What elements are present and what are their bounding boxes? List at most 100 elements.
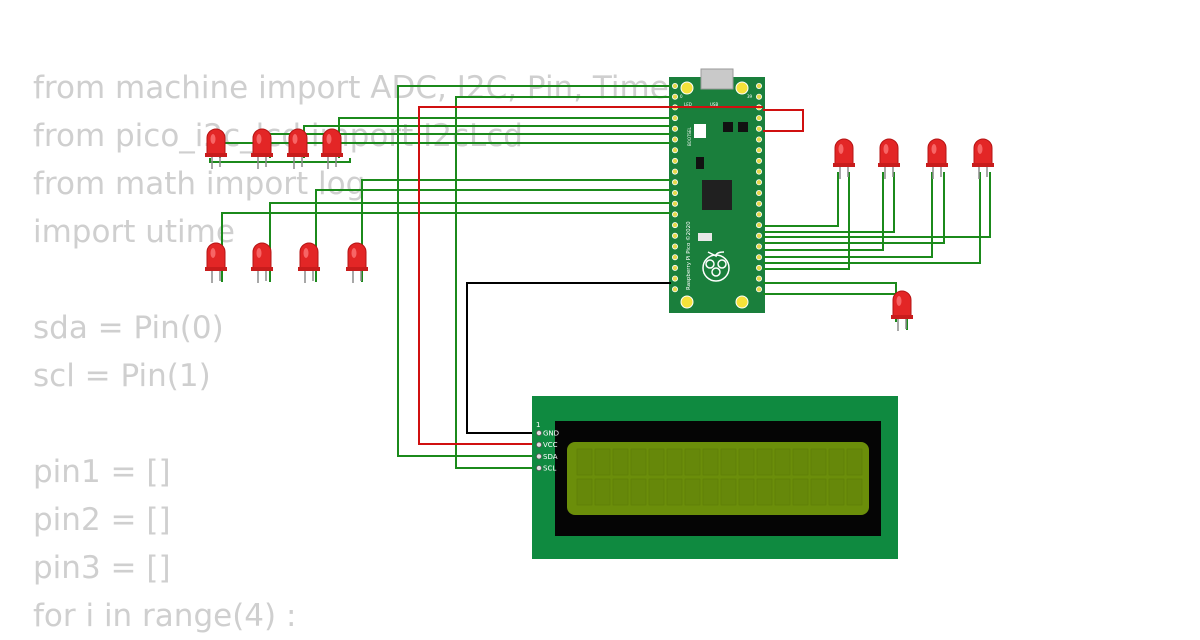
led[interactable] [346,242,368,283]
led[interactable] [251,242,273,283]
wire-led-common[interactable] [209,158,351,163]
wire-led[interactable] [221,212,671,282]
wire-led[interactable] [361,179,671,282]
lcd-char-cell [846,448,863,476]
led-rim [298,267,320,271]
pico-pin[interactable] [756,211,763,218]
wire-led[interactable] [338,117,671,158]
lcd-char-cell [828,448,845,476]
led[interactable] [251,128,273,169]
pico-pin[interactable] [672,189,679,196]
code-line: pin2 = [] [33,502,171,538]
wire-led[interactable] [763,172,945,244]
pico-pin[interactable] [672,232,679,239]
pico-pin[interactable] [756,168,763,175]
wire-gnd[interactable] [466,282,671,434]
pico-pin[interactable] [672,93,679,100]
wire-led[interactable] [763,172,895,233]
pico-pin[interactable] [672,147,679,154]
wire-led[interactable] [763,172,991,238]
lcd-pin[interactable] [536,453,543,460]
wire-led[interactable] [763,172,981,264]
pico-pin[interactable] [672,200,679,207]
pico-pin[interactable] [756,200,763,207]
pico-pin[interactable] [756,189,763,196]
code-line: pin3 = [] [33,550,171,586]
lcd-char-cell [756,448,773,476]
pico-pin[interactable] [672,125,679,132]
led-rim [346,267,368,271]
lcd-char-cell [684,448,701,476]
pico-pin[interactable] [672,168,679,175]
wire-led[interactable] [763,172,933,258]
pico-pin[interactable] [756,115,763,122]
code-line: import utime [33,214,235,250]
pico-pin[interactable] [756,222,763,229]
led[interactable] [878,138,900,179]
wire-led[interactable] [763,282,897,322]
pico-pin[interactable] [756,254,763,261]
raspberry-pi-pico[interactable]: LED USB BOOTSEL Raspberry Pi Pico ©2020 … [669,68,765,313]
lcd-pin[interactable] [536,441,543,448]
pico-pin[interactable] [672,179,679,186]
led[interactable] [205,128,227,169]
pico-pin[interactable] [672,264,679,271]
pico-pin[interactable] [756,125,763,132]
pico-pin[interactable] [756,93,763,100]
pico-pin[interactable] [756,179,763,186]
pico-pin[interactable] [672,243,679,250]
lcd-pin[interactable] [536,465,543,472]
pico-pin[interactable] [672,157,679,164]
pico-pin[interactable] [672,254,679,261]
pico-pin[interactable] [756,136,763,143]
lcd-char-cell [612,478,629,506]
pico-pin[interactable] [756,264,763,271]
wire-sda[interactable] [397,85,671,457]
wire-led[interactable] [269,202,671,282]
pico-pin[interactable] [756,232,763,239]
led-body [892,290,912,318]
wire-led[interactable] [763,172,850,270]
wire-vcc[interactable] [418,106,763,445]
lcd-char-cell [666,478,683,506]
bootsel-button[interactable] [694,124,706,138]
pico-pin-headers [672,83,763,293]
lcd-pin[interactable] [536,429,543,436]
chip [723,122,733,132]
led-highlight [838,144,844,154]
led[interactable] [298,242,320,283]
wire-led[interactable] [763,172,884,251]
led[interactable] [205,242,227,283]
wire-led[interactable] [763,293,908,330]
led[interactable] [926,138,948,179]
pico-pin[interactable] [756,157,763,164]
wire-scl[interactable] [455,96,671,469]
pico-pin[interactable] [672,136,679,143]
led[interactable] [833,138,855,179]
pico-pin[interactable] [672,115,679,122]
wire-led[interactable] [763,172,839,227]
led[interactable] [321,128,343,169]
led-rim [972,163,994,167]
pico-pin[interactable] [756,275,763,282]
lcd-char-cell [720,448,737,476]
wire-power-loop[interactable] [763,109,804,132]
led[interactable] [287,128,309,169]
pico-pin[interactable] [672,275,679,282]
pico-pin[interactable] [756,147,763,154]
lcd-char-cell [792,448,809,476]
led-rim [287,153,309,157]
lcd-char-cell [756,478,773,506]
led[interactable] [891,290,913,331]
led-rim [205,267,227,271]
led[interactable] [972,138,994,179]
pico-pin[interactable] [672,286,679,293]
pico-pin[interactable] [672,222,679,229]
pico-pin[interactable] [756,286,763,293]
led-body [206,128,226,156]
pico-pin[interactable] [672,83,679,90]
pico-pin[interactable] [672,211,679,218]
pico-pin[interactable] [756,83,763,90]
pico-pin[interactable] [756,243,763,250]
